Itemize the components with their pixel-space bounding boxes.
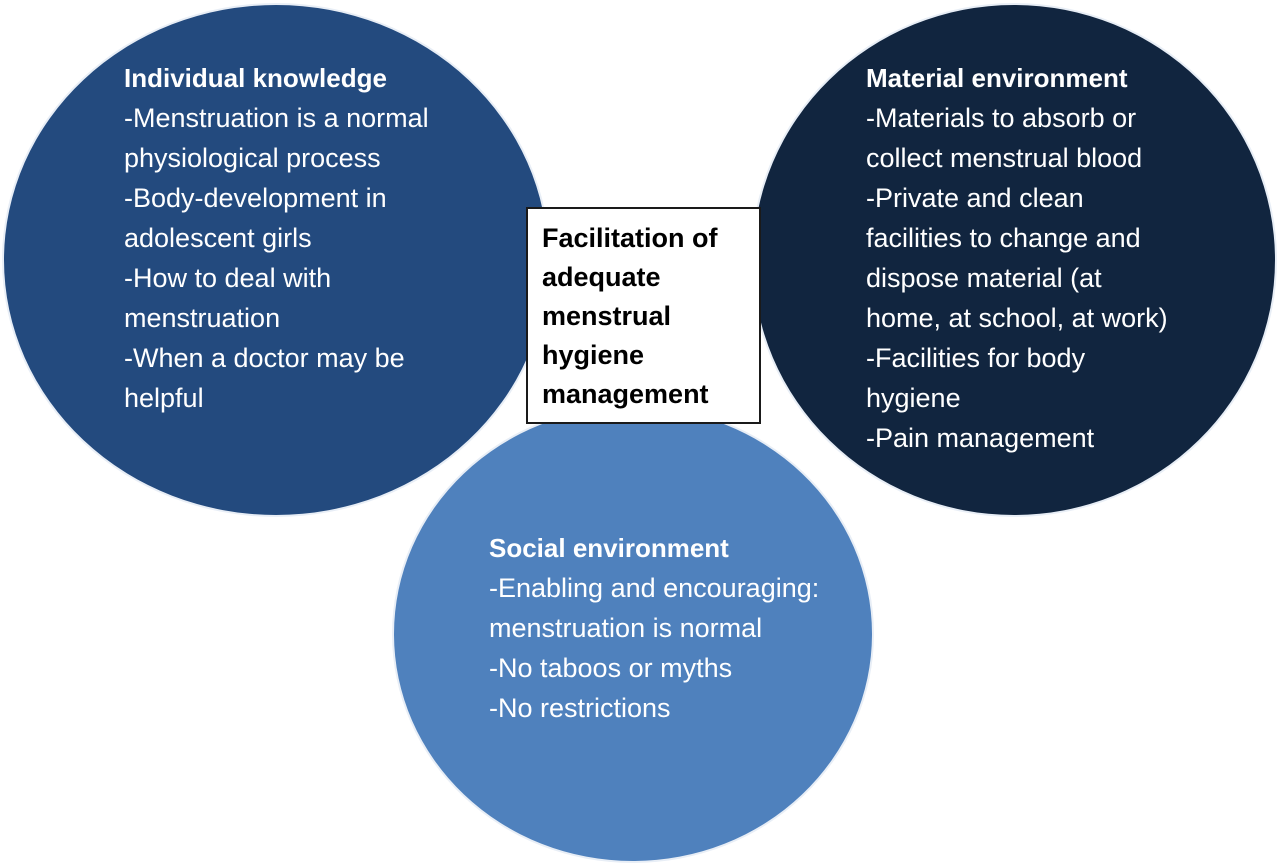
social-environment-title: Social environment [489,533,729,563]
individual-knowledge-line: -When a doctor may be [124,343,405,373]
social-environment-line: -No taboos or myths [489,653,733,683]
material-environment-line: -Pain management [866,423,1095,453]
center-line: hygiene [542,340,645,370]
material-environment-line: -Facilities for body [866,343,1086,373]
center-box: Facilitation of adequate menstrual hygie… [526,207,761,424]
material-environment-line: hygiene [866,383,961,413]
individual-knowledge-circle [2,3,550,517]
material-environment-title: Material environment [866,63,1128,93]
material-environment-circle [751,3,1277,517]
center-line: management [542,379,709,409]
center-line: menstrual [542,301,672,331]
individual-knowledge-line: -Body-development in [124,183,387,213]
individual-knowledge-title: Individual knowledge [124,63,387,93]
material-environment-line: -Materials to absorb or [866,103,1137,133]
social-environment-line: -Enabling and encouraging: [489,573,820,603]
center-line: Facilitation of [542,223,718,253]
material-environment-line: home, at school, at work) [866,303,1168,333]
material-environment-line: -Private and clean [866,183,1084,213]
individual-knowledge-line: menstruation [124,303,281,333]
material-environment-text: Material environment -Materials to absor… [866,58,1168,458]
individual-knowledge-line: -Menstruation is a normal [124,103,429,133]
individual-knowledge-line: adolescent girls [124,223,312,253]
social-environment-circle [392,405,874,863]
social-environment-line: menstruation is normal [489,613,763,643]
individual-knowledge-text: Individual knowledge -Menstruation is a … [124,58,429,418]
social-environment-text: Social environment -Enabling and encoura… [489,528,819,728]
material-environment-line: facilities to change and [866,223,1141,253]
individual-knowledge-line: -How to deal with [124,263,332,293]
individual-knowledge-line: physiological process [124,143,381,173]
individual-knowledge-line: helpful [124,383,204,413]
social-environment-line: -No restrictions [489,693,671,723]
material-environment-line: dispose material (at [866,263,1102,293]
center-line: adequate [542,262,661,292]
material-environment-line: collect menstrual blood [866,143,1143,173]
